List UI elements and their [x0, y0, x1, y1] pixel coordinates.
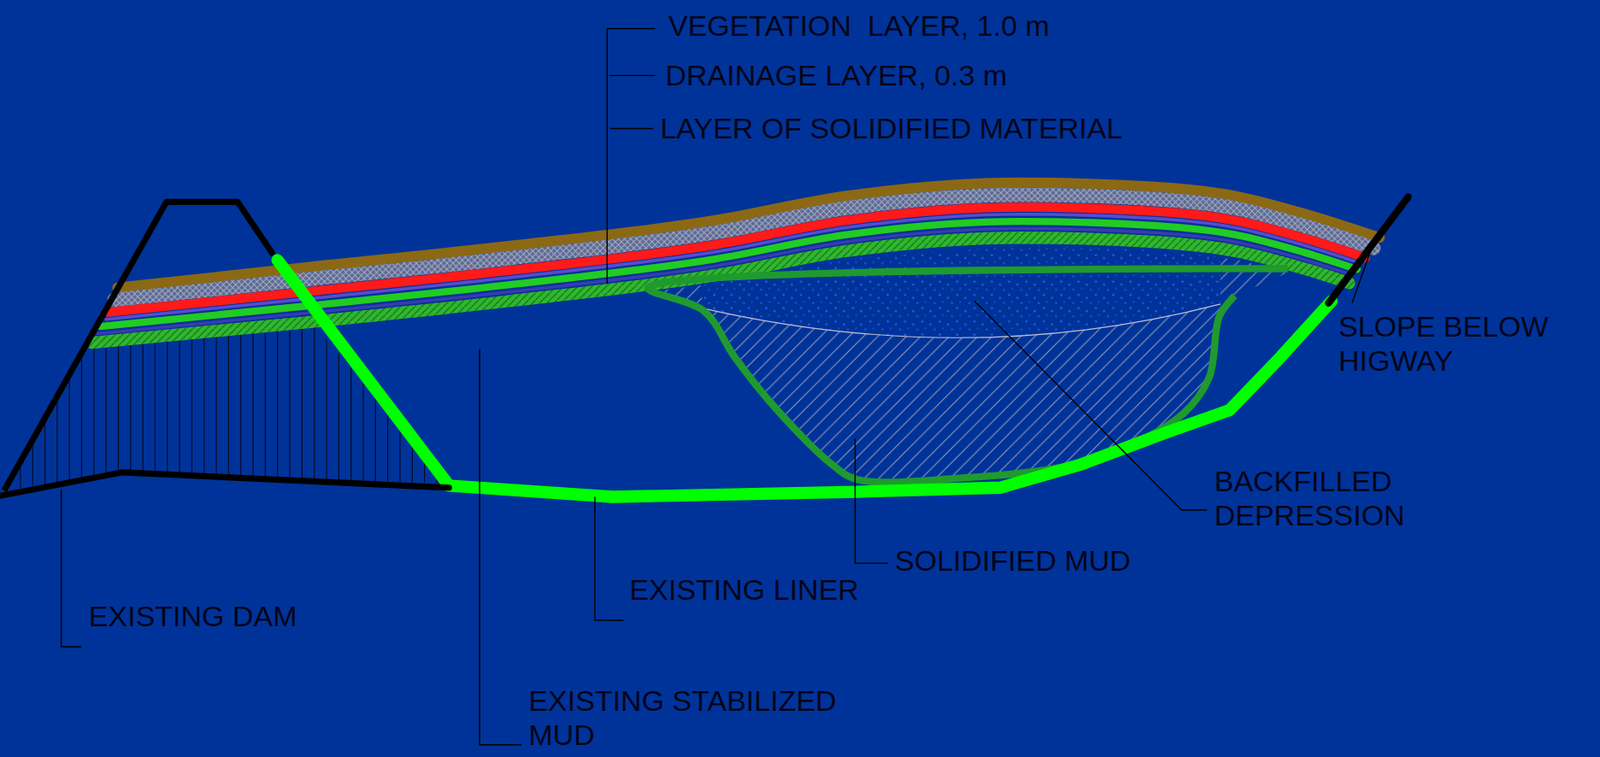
callout-label: VEGETATION LAYER, 1.0 m: [668, 8, 1050, 43]
leader-line: [1352, 242, 1374, 303]
backfilled-depression: [647, 246, 1289, 483]
dam-base: [0, 472, 449, 496]
solidified-mud-fill: [647, 246, 1289, 480]
hatch-line: [44, 245, 46, 501]
hatch-line: [56, 245, 58, 501]
leader-line: [609, 75, 656, 77]
leader-line: [606, 28, 655, 284]
callout-label: BACKFILLED DEPRESSION: [1214, 464, 1454, 533]
hatch-line: [32, 245, 34, 501]
dam-outline: [4, 201, 274, 491]
leader-line: [610, 128, 653, 130]
leader-line: [854, 438, 888, 564]
callout-label: SLOPE BELOW HIGWAY: [1338, 309, 1595, 378]
existing-liner: [277, 259, 1332, 497]
hatch-line: [105, 245, 107, 501]
callout-label: EXISTING LINER: [629, 572, 859, 607]
callout-label: LAYER OF SOLIDIFIED MATERIAL: [659, 111, 1123, 146]
hatch-line: [93, 245, 95, 501]
highway-slope: [1328, 196, 1408, 303]
leader-line: [479, 348, 522, 745]
leader-lines: [61, 28, 1374, 745]
callout-label: SOLIDIFIED MUD: [894, 543, 1131, 578]
hatch-line: [81, 245, 83, 501]
depression-outline: [647, 268, 1289, 483]
backfill-fill: [701, 246, 1220, 339]
leader-line: [594, 497, 624, 621]
leader-line: [61, 489, 83, 648]
backfill-boundary: [701, 304, 1220, 338]
callout-label: DRAINAGE LAYER, 0.3 m: [664, 58, 1007, 93]
callout-label: EXISTING DAM: [88, 599, 298, 634]
leader-line: [974, 300, 1207, 511]
callout-label: EXISTING STABILIZED MUD: [528, 683, 853, 753]
